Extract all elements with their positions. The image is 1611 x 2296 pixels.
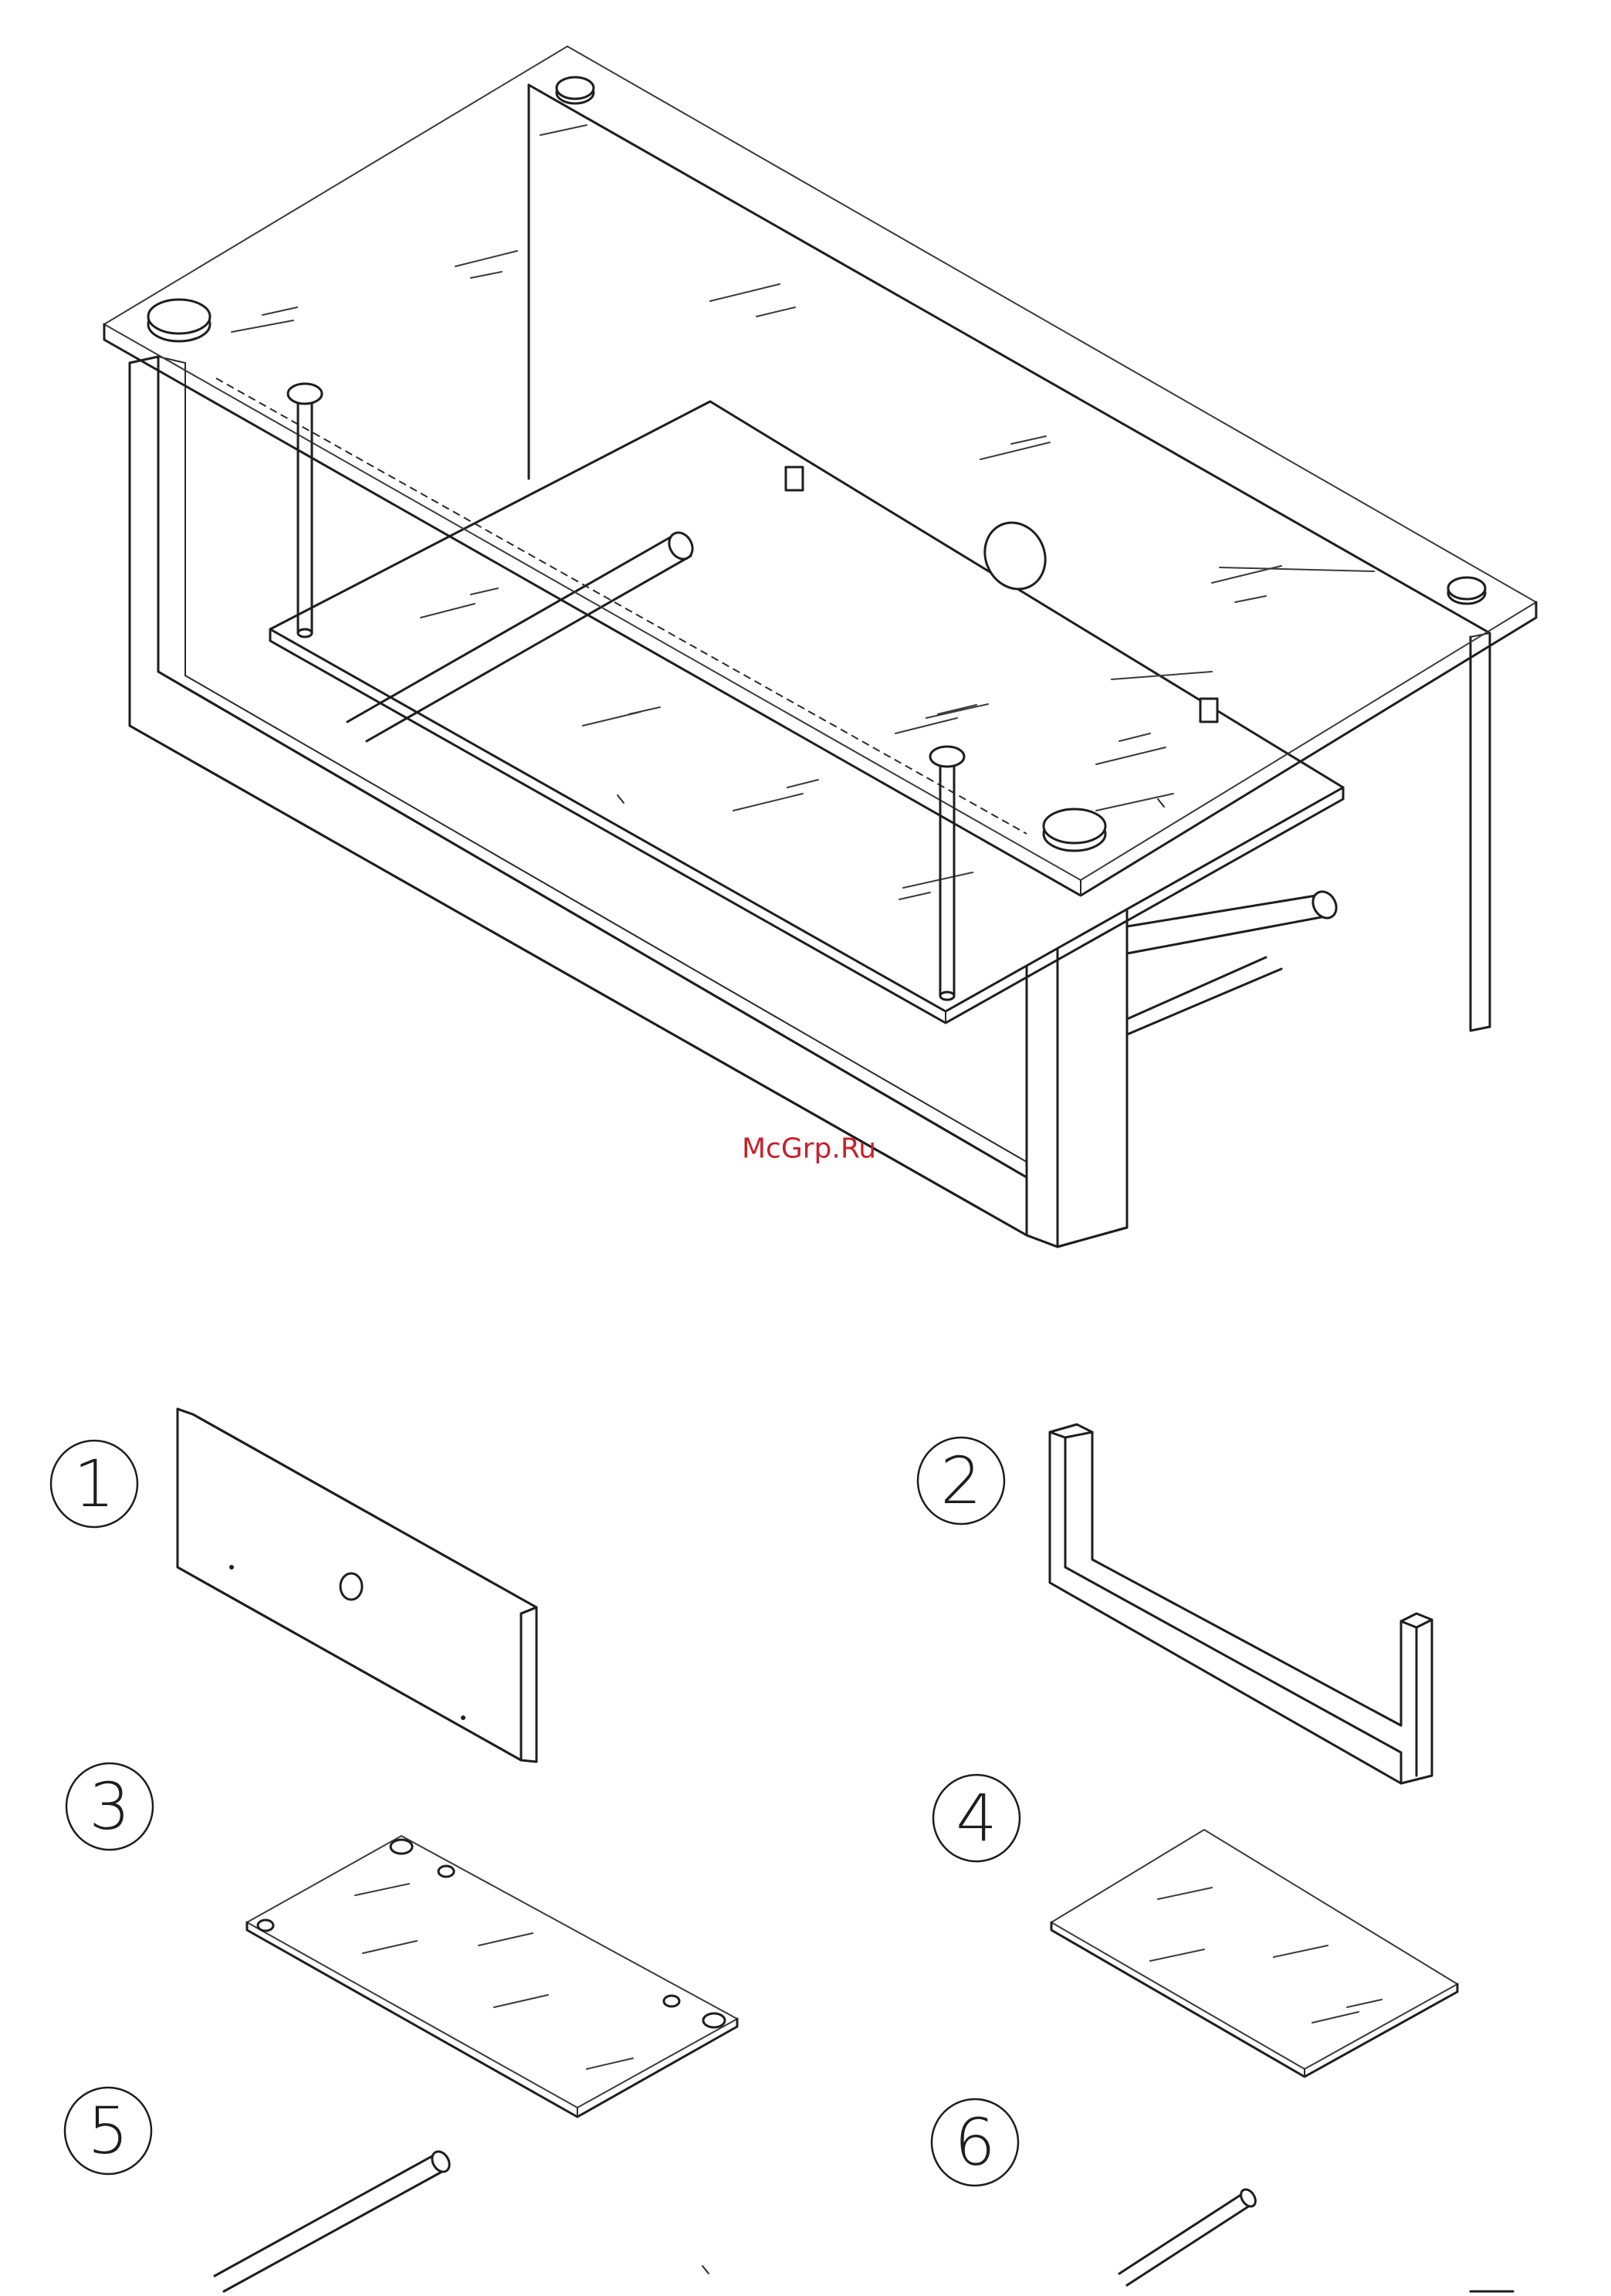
part-6: 6 bbox=[932, 2099, 1513, 2291]
part-number: 6 bbox=[954, 2105, 995, 2180]
watermark: McGrp.Ru bbox=[742, 1133, 876, 1165]
assembled-table: McGrp.Ru bbox=[104, 46, 1536, 1247]
part-number: 3 bbox=[89, 1769, 130, 1844]
part-5: 5 bbox=[65, 2088, 709, 2291]
part-number: 4 bbox=[956, 1780, 997, 1856]
part-number: 5 bbox=[87, 2093, 128, 2169]
lower-shelf bbox=[270, 401, 1343, 1023]
part-2: 2 bbox=[918, 1424, 1432, 1783]
part-number: 1 bbox=[73, 1446, 114, 1522]
part-3: 3 bbox=[66, 1763, 737, 2117]
part-number: 2 bbox=[940, 1443, 981, 1519]
part-1: 1 bbox=[51, 1409, 536, 1762]
part-4: 4 bbox=[933, 1775, 1457, 2077]
